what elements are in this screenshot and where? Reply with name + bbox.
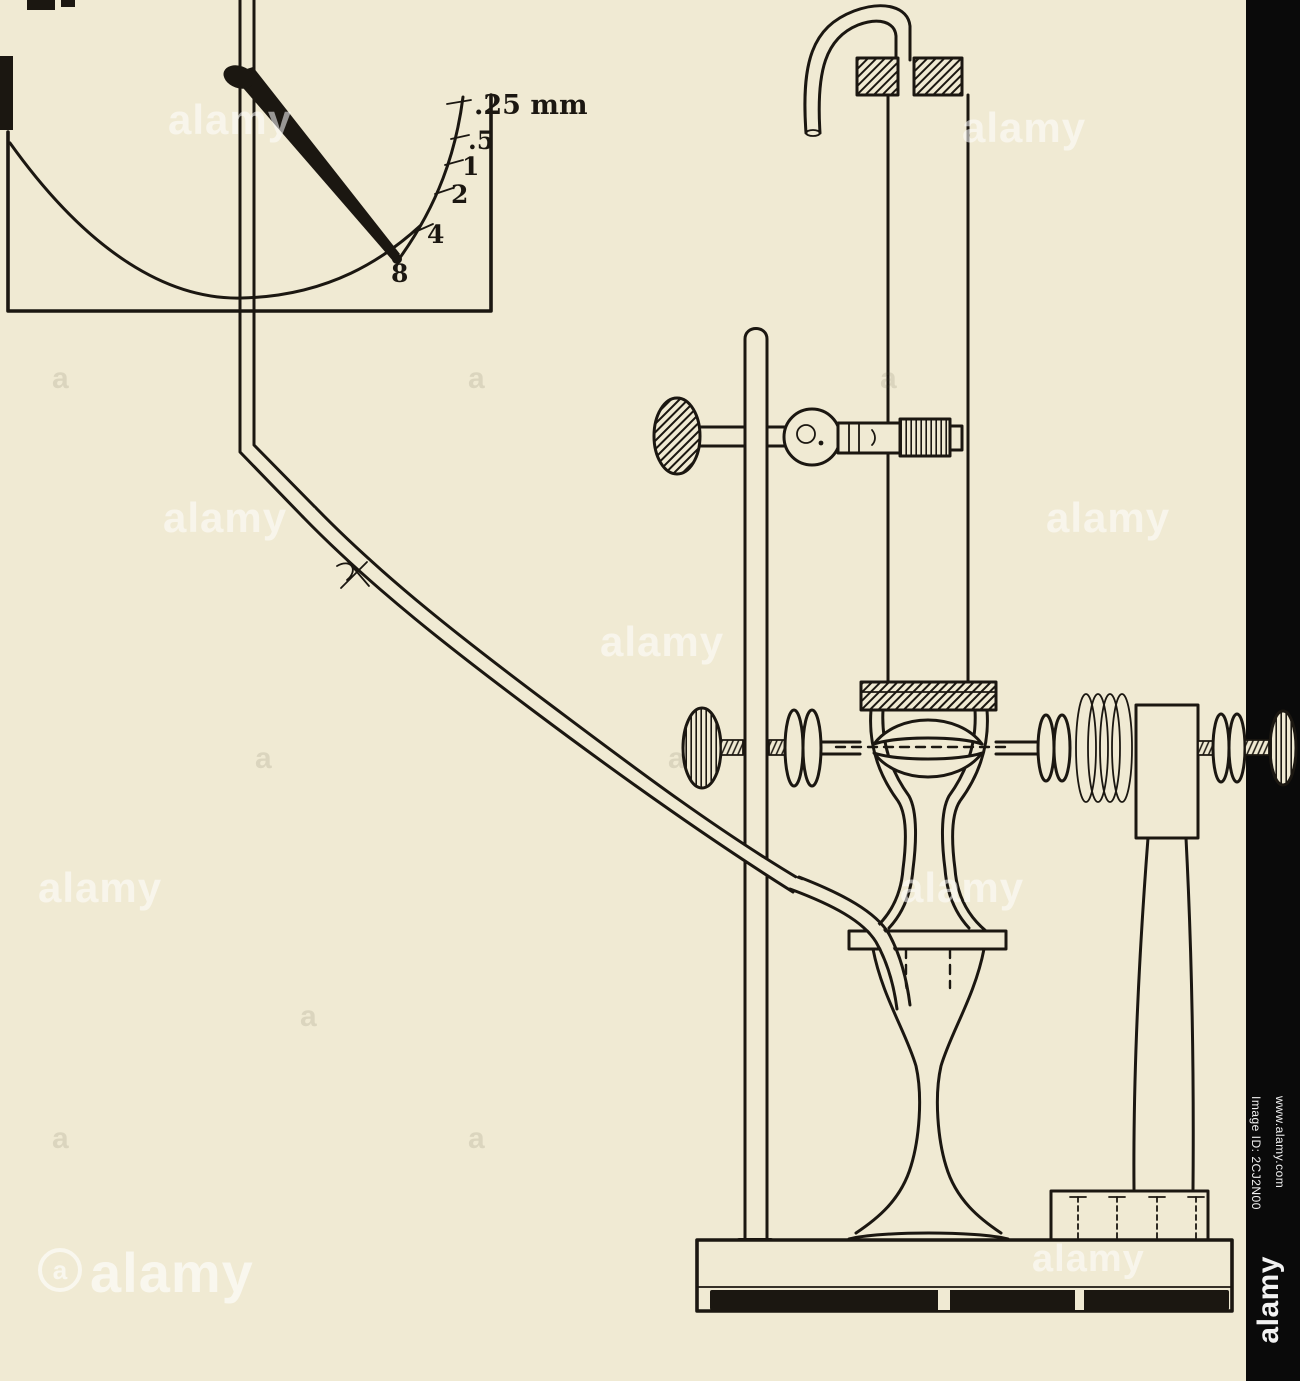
support-column — [1049, 836, 1210, 1244]
stopcock-assembly — [652, 396, 964, 476]
scale-tick-label-0: .5 — [468, 126, 494, 155]
clamp-collar — [859, 680, 998, 712]
sidebar-image-id: Image ID: 2CJ2N00 — [1249, 1096, 1263, 1210]
paper-background — [0, 0, 1246, 1381]
watermark-tile: a — [255, 742, 272, 775]
alamy-watermark: alamy — [38, 864, 163, 911]
watermark-tile: a — [880, 362, 897, 395]
support-goblet — [847, 947, 1010, 1241]
delivery-tube — [788, 875, 912, 1011]
sidebar-url: www.alamy.com — [1273, 1096, 1287, 1189]
base-plate — [695, 1238, 1234, 1313]
watermark-tile: a — [668, 742, 685, 775]
glass-hook-tube — [803, 4, 912, 137]
hose-kink-mark — [336, 557, 370, 589]
scale-top-label: .25 mm — [474, 90, 588, 121]
scale-arc — [397, 95, 465, 261]
alamy-watermark: alamy — [163, 494, 288, 541]
stopcock-barrel — [836, 421, 902, 455]
clamp-screw-assembly — [681, 693, 1298, 840]
alamy-watermark: alamy — [962, 104, 1087, 151]
rubber-hose — [301, 506, 803, 894]
graduated-scale: .25 mm .5 1 2 4 8 — [6, 65, 588, 313]
sidebar-brand-logo: alamy — [1252, 1256, 1285, 1344]
alamy-watermark: alamy — [168, 96, 293, 143]
alamy-logo-letter: a — [52, 1254, 68, 1285]
alamy-logo-mark: a — [38, 1248, 82, 1292]
watermark-tile: a — [52, 1122, 69, 1155]
scale-tick-label-1: 1 — [462, 152, 479, 181]
spring-coil — [1075, 693, 1133, 803]
manometer-tube — [238, 0, 318, 519]
alamy-watermark: alamy — [900, 864, 1025, 911]
watermark-tile: a — [52, 362, 69, 395]
alamy-watermark: alamy — [600, 618, 725, 665]
alamy-watermark: alamy — [90, 1241, 254, 1304]
crop-marks — [0, 0, 75, 130]
watermark-tile: a — [300, 1000, 317, 1033]
clamp-jaw-upper — [872, 718, 984, 746]
base-bolts — [1069, 1196, 1205, 1241]
alamy-watermark: alamy — [1046, 494, 1171, 541]
alamy-watermark: alamy — [1032, 1238, 1145, 1280]
clamp-post-block — [1134, 703, 1200, 840]
scale-tick-label-3: 4 — [427, 220, 444, 249]
watermark-tile: a — [468, 362, 485, 395]
watermark-tile: a — [468, 1122, 485, 1155]
scale-tick-label-4: 8 — [391, 259, 408, 288]
alamy-sidebar — [1246, 0, 1300, 1381]
dish-curve — [8, 141, 422, 300]
pointer-needle — [231, 67, 400, 261]
gas-tube — [886, 93, 970, 690]
scale-ticks — [414, 99, 472, 233]
tube-stopper — [855, 56, 964, 97]
clamp-jaw-lower — [872, 751, 984, 779]
scale-tick-label-2: 2 — [451, 180, 468, 209]
